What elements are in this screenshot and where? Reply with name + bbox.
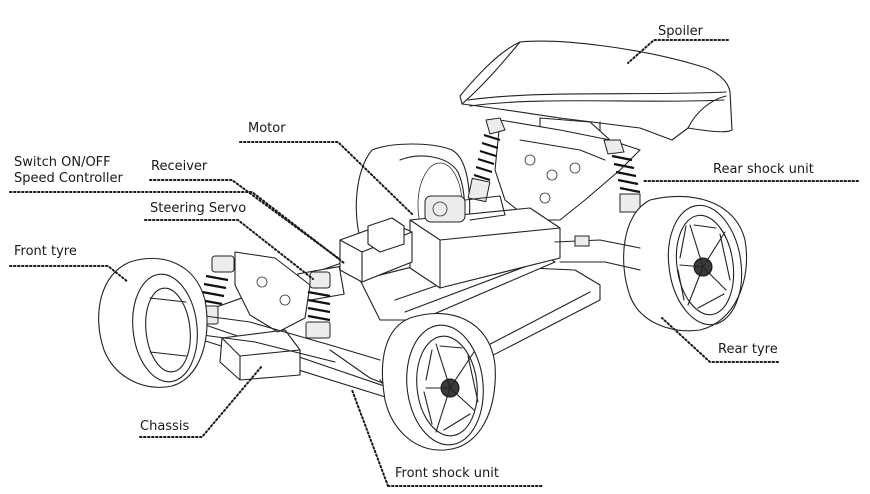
leader-receiver: [9, 191, 345, 264]
leader-steering-servo: [144, 219, 314, 280]
label-rear-shock-unit: Rear shock unit: [713, 162, 814, 177]
label-switch-line1: Switch ON/OFF: [14, 155, 111, 170]
leader-front-tyre: [9, 265, 129, 283]
leader-spoiler: [627, 39, 729, 64]
front-left-tyre: [98, 257, 208, 388]
label-front-tyre: Front tyre: [14, 244, 77, 259]
label-switch-speed-controller: Switch ON/OFF Speed Controller: [14, 155, 123, 187]
leader-lines: [9, 39, 859, 487]
rear-arms: [554, 235, 641, 271]
label-receiver: Receiver: [151, 159, 208, 174]
front-shock-right: [305, 271, 331, 339]
label-chassis: Chassis: [140, 419, 190, 434]
rear-shock-right: [603, 139, 641, 213]
front-bumper: [219, 329, 301, 381]
rear-shock-left: [467, 117, 506, 203]
battery-pack: [409, 207, 561, 289]
label-front-shock-unit: Front shock unit: [395, 466, 499, 481]
leader-switch: [149, 179, 339, 259]
receiver-box: [339, 217, 413, 283]
rear-shock-tower: [494, 119, 641, 221]
label-steering-servo: Steering Servo: [150, 201, 247, 216]
front-shock-tower: [234, 251, 311, 333]
leader-chassis: [139, 365, 263, 438]
leader-rear-tyre: [661, 317, 779, 363]
leader-motor: [239, 141, 413, 215]
rear-right-tyre: [623, 195, 748, 332]
front-right-tyre: [381, 312, 496, 451]
motor: [424, 195, 506, 223]
leader-front-shock: [351, 389, 545, 487]
label-spoiler: Spoiler: [658, 24, 704, 39]
label-motor: Motor: [248, 121, 286, 136]
label-rear-tyre: Rear tyre: [718, 342, 778, 357]
label-switch-line2: Speed Controller: [14, 171, 123, 186]
